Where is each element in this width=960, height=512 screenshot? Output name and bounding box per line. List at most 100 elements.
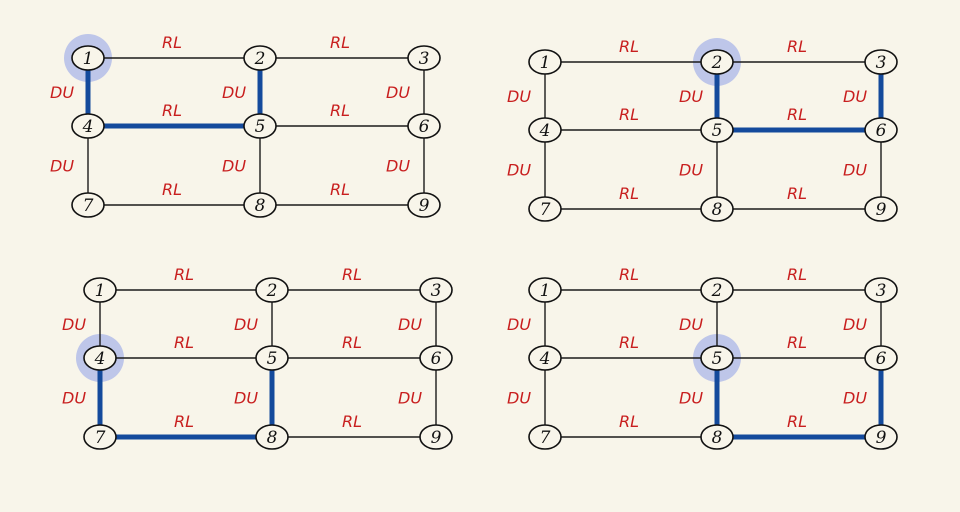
- node-circle: [407, 45, 441, 71]
- node-label: 8: [712, 428, 723, 448]
- label-rl: RL: [787, 105, 807, 124]
- label-du: DU: [679, 389, 703, 408]
- label-rl: RL: [787, 412, 807, 431]
- node-2: 2: [243, 45, 277, 71]
- label-rl: RL: [162, 33, 182, 52]
- node-4: 4: [71, 113, 105, 139]
- label-rl: RL: [162, 101, 182, 120]
- node-label: 2: [254, 49, 266, 69]
- label-du: DU: [62, 315, 86, 334]
- node-label: 3: [876, 281, 887, 301]
- node-circle: [71, 45, 105, 71]
- label-rl: RL: [619, 333, 639, 352]
- node-2: 2: [700, 277, 734, 303]
- node-label: 8: [267, 428, 278, 448]
- label-rl: RL: [174, 333, 194, 352]
- node-circle: [528, 424, 562, 450]
- node-circle: [243, 113, 277, 139]
- node-circle: [528, 196, 562, 222]
- label-rl: RL: [619, 37, 639, 56]
- node-3: 3: [864, 49, 898, 75]
- node-7: 7: [528, 424, 562, 450]
- label-rl: RL: [787, 265, 807, 284]
- node-circle: [864, 196, 898, 222]
- node-circle: [700, 49, 734, 75]
- label-rl: RL: [619, 105, 639, 124]
- label-du: DU: [222, 83, 246, 102]
- node-circle: [864, 345, 898, 371]
- node-7: 7: [528, 196, 562, 222]
- node-5: 5: [700, 117, 734, 143]
- node-label: 7: [95, 428, 106, 448]
- node-label: 7: [83, 196, 94, 216]
- node-9: 9: [864, 196, 898, 222]
- node-5: 5: [700, 345, 734, 371]
- node-2: 2: [700, 49, 734, 75]
- node-4: 4: [83, 345, 117, 371]
- node-4: 4: [528, 117, 562, 143]
- node-label: 6: [876, 349, 887, 369]
- node-5: 5: [255, 345, 289, 371]
- label-rl: RL: [330, 101, 350, 120]
- node-label: 5: [712, 349, 723, 369]
- label-du: DU: [398, 389, 422, 408]
- node-label: 4: [94, 349, 106, 369]
- node-label: 1: [540, 281, 551, 301]
- node-circle: [700, 424, 734, 450]
- label-rl: RL: [787, 37, 807, 56]
- node-4: 4: [528, 345, 562, 371]
- node-circle: [419, 277, 453, 303]
- node-label: 8: [712, 200, 723, 220]
- label-du: DU: [843, 161, 867, 180]
- node-3: 3: [864, 277, 898, 303]
- label-rl: RL: [787, 184, 807, 203]
- label-rl: RL: [342, 333, 362, 352]
- node-6: 6: [407, 113, 441, 139]
- label-du: DU: [234, 315, 258, 334]
- node-circle: [700, 117, 734, 143]
- label-rl: RL: [787, 333, 807, 352]
- label-rl: RL: [619, 265, 639, 284]
- node-circle: [528, 49, 562, 75]
- node-9: 9: [864, 424, 898, 450]
- node-circle: [83, 277, 117, 303]
- node-circle: [864, 277, 898, 303]
- label-du: DU: [507, 389, 531, 408]
- label-du: DU: [843, 315, 867, 334]
- node-circle: [419, 424, 453, 450]
- node-label: 2: [711, 281, 723, 301]
- node-circle: [419, 345, 453, 371]
- node-1: 1: [71, 45, 105, 71]
- node-circle: [255, 277, 289, 303]
- node-circle: [700, 277, 734, 303]
- label-du: DU: [234, 389, 258, 408]
- node-3: 3: [407, 45, 441, 71]
- node-label: 6: [419, 117, 430, 137]
- label-du: DU: [50, 83, 74, 102]
- node-label: 7: [540, 428, 551, 448]
- label-rl: RL: [619, 412, 639, 431]
- label-rl: RL: [330, 33, 350, 52]
- node-label: 6: [876, 121, 887, 141]
- node-circle: [243, 192, 277, 218]
- node-circle: [700, 196, 734, 222]
- node-label: 9: [419, 196, 430, 216]
- label-rl: RL: [174, 265, 194, 284]
- node-circle: [528, 345, 562, 371]
- node-circle: [71, 113, 105, 139]
- node-7: 7: [71, 192, 105, 218]
- node-label: 9: [431, 428, 442, 448]
- label-du: DU: [679, 161, 703, 180]
- label-du: DU: [843, 87, 867, 106]
- node-8: 8: [255, 424, 289, 450]
- node-circle: [255, 424, 289, 450]
- label-rl: RL: [342, 265, 362, 284]
- label-rl: RL: [162, 180, 182, 199]
- node-1: 1: [83, 277, 117, 303]
- node-label: 4: [539, 349, 551, 369]
- node-label: 6: [431, 349, 442, 369]
- node-2: 2: [255, 277, 289, 303]
